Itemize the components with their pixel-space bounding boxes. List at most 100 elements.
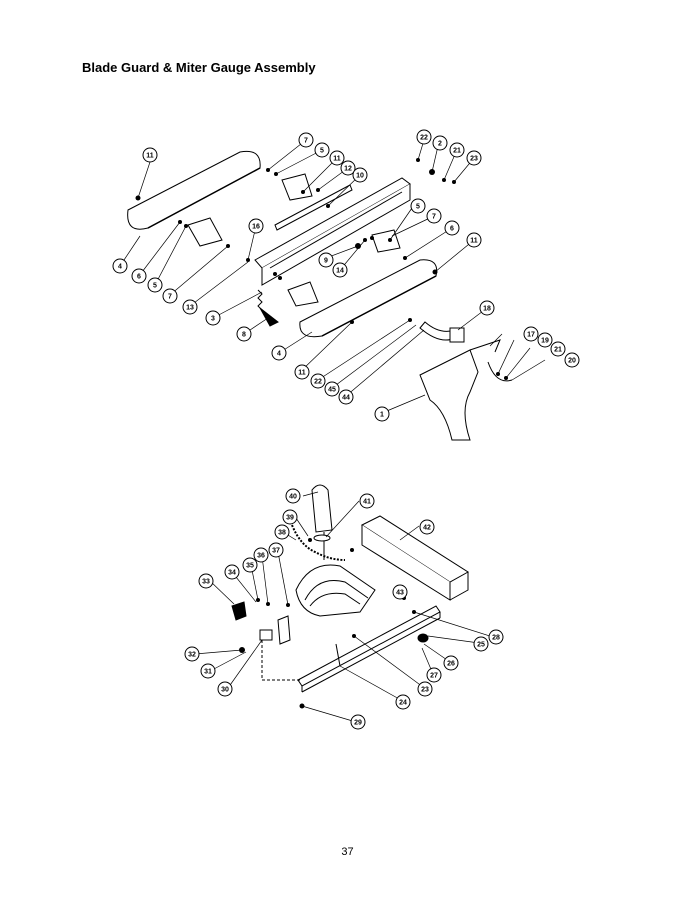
- callout: 36: [253, 547, 269, 563]
- callout: 7: [426, 208, 442, 224]
- svg-text:23: 23: [421, 687, 429, 694]
- callout: 25: [473, 636, 489, 652]
- callout: 23: [466, 150, 482, 166]
- svg-text:11: 11: [298, 370, 306, 377]
- svg-text:22: 22: [420, 135, 428, 142]
- callout: 11: [329, 150, 345, 166]
- index-block: [259, 629, 273, 641]
- svg-text:31: 31: [204, 669, 212, 676]
- callout: 8: [236, 326, 252, 342]
- callout: 30: [217, 681, 233, 697]
- svg-text:45: 45: [328, 387, 336, 394]
- callout: 40: [285, 488, 301, 504]
- miter-bar: [297, 605, 441, 687]
- callout: 29: [350, 714, 366, 730]
- svg-text:44: 44: [342, 395, 350, 402]
- svg-text:43: 43: [396, 590, 404, 597]
- callout: 27: [426, 667, 442, 683]
- svg-text:5: 5: [416, 204, 420, 211]
- callout: 5: [410, 198, 426, 214]
- svg-text:2: 2: [438, 141, 442, 148]
- callout: 9: [318, 252, 334, 268]
- callout: 6: [444, 220, 460, 236]
- svg-text:32: 32: [188, 652, 196, 659]
- callout: 31: [200, 663, 216, 679]
- svg-text:24: 24: [399, 700, 407, 707]
- callout: 12: [340, 160, 356, 176]
- callout: 33: [198, 573, 214, 589]
- miter-gauge-assembly: [194, 484, 494, 723]
- page-title: Blade Guard & Miter Gauge Assembly: [82, 60, 316, 75]
- left-guard-plate: [127, 150, 261, 230]
- svg-text:18: 18: [483, 306, 491, 313]
- svg-text:12: 12: [344, 166, 352, 173]
- callout: 22: [310, 373, 326, 389]
- svg-text:17: 17: [527, 332, 535, 339]
- svg-text:23: 23: [470, 156, 478, 163]
- callout: 26: [443, 655, 459, 671]
- callout: 39: [282, 509, 298, 525]
- right-pivot-bracket: [281, 173, 313, 201]
- svg-text:3: 3: [211, 316, 215, 323]
- svg-text:27: 27: [430, 673, 438, 680]
- callout: 43: [392, 584, 408, 600]
- stop-link: [277, 615, 291, 645]
- svg-text:4: 4: [277, 351, 281, 358]
- protractor-head: [295, 564, 376, 617]
- callout: 32: [184, 646, 200, 662]
- blade-guard-assembly: [119, 139, 546, 441]
- callout: 4: [112, 258, 128, 274]
- svg-text:11: 11: [470, 238, 478, 245]
- svg-text:7: 7: [304, 138, 308, 145]
- svg-text:22: 22: [314, 379, 322, 386]
- svg-text:13: 13: [186, 305, 194, 312]
- svg-text:5: 5: [320, 148, 324, 155]
- callout: 11: [466, 232, 482, 248]
- callout: 34: [224, 564, 240, 580]
- callout: 23: [417, 681, 433, 697]
- callout: 28: [488, 629, 504, 645]
- callout: 5: [314, 142, 330, 158]
- washer-25: [417, 633, 429, 643]
- miter-handle: [311, 484, 333, 533]
- callout: 24: [395, 694, 411, 710]
- callout: 5: [147, 277, 163, 293]
- svg-text:1: 1: [380, 412, 384, 419]
- callout: 2: [432, 135, 448, 151]
- pawl-block: [449, 327, 465, 343]
- callout: 38: [274, 524, 290, 540]
- svg-text:9: 9: [324, 258, 328, 265]
- page-number: 37: [341, 846, 354, 858]
- callout: 17: [523, 326, 539, 342]
- svg-text:30: 30: [221, 687, 229, 694]
- callout: 35: [242, 557, 258, 573]
- callout: 21: [449, 142, 465, 158]
- callout: 42: [419, 519, 435, 535]
- callout: 6: [131, 268, 147, 284]
- svg-text:34: 34: [228, 570, 236, 577]
- callout: 37: [268, 542, 284, 558]
- svg-text:33: 33: [202, 579, 210, 586]
- spring: [257, 289, 263, 311]
- svg-text:14: 14: [336, 268, 344, 275]
- lower-pivot-bracket: [287, 281, 319, 307]
- lever: [259, 307, 279, 327]
- lock-knob: [231, 601, 247, 621]
- callout: 11: [142, 147, 158, 163]
- callout: 45: [324, 381, 340, 397]
- stop-rod: [335, 643, 341, 667]
- stop-chain: [291, 524, 346, 561]
- svg-text:4: 4: [118, 264, 122, 271]
- left-pivot-bracket: [187, 217, 223, 247]
- svg-text:7: 7: [168, 294, 172, 301]
- callout: 16: [248, 218, 264, 234]
- callout: 19: [537, 332, 553, 348]
- handle-washer: [313, 534, 331, 542]
- splitter: [419, 349, 479, 441]
- svg-text:16: 16: [252, 224, 260, 231]
- svg-text:21: 21: [554, 347, 562, 354]
- svg-text:26: 26: [447, 661, 455, 668]
- svg-text:40: 40: [289, 494, 297, 501]
- svg-text:5: 5: [153, 283, 157, 290]
